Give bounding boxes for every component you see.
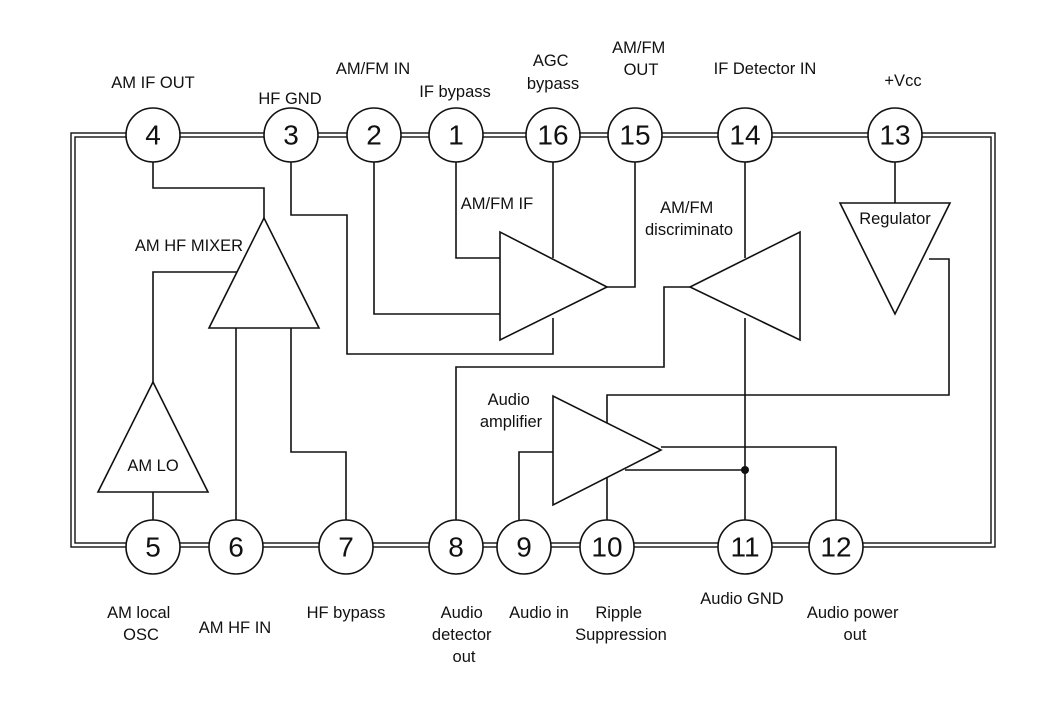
am-hf-mixer-triangle (207, 216, 321, 329)
svg-text:14: 14 (729, 120, 760, 151)
wire-pin1-ifamp (455, 162, 500, 259)
svg-text:1: 1 (448, 120, 464, 151)
regulator-label: Regulator (859, 210, 931, 228)
svg-text:11: 11 (730, 532, 759, 563)
pin9-label: Audio in (509, 604, 569, 622)
block-labels: AM HF MIXER AM/FM IF AM/FM discriminato … (127, 195, 931, 475)
am-lo-label: AM LO (127, 457, 179, 475)
wire-pin2-ifamp (373, 162, 500, 315)
pin-8: 8 (428, 519, 484, 575)
pin-13: 13 (867, 107, 923, 163)
pin-6: 6 (208, 519, 264, 575)
pin6-label: AM HF IN (199, 619, 271, 637)
if-amp-label: AM/FM IF (461, 195, 533, 213)
pin-4: 4 (125, 107, 181, 163)
pin16-label: AGC bypass (527, 52, 579, 93)
pin-9: 9 (496, 519, 552, 575)
svg-text:3: 3 (283, 120, 299, 151)
if-amp-triangle (499, 230, 609, 342)
wire-pin7-mixer (290, 328, 347, 533)
pin1-label: IF bypass (419, 83, 491, 101)
audio-amp-triangle (552, 394, 663, 507)
pin15-label: AM/FM OUT (612, 39, 670, 79)
wire-ifamp-pin15 (607, 162, 636, 288)
wire-reg-audio (606, 258, 950, 423)
svg-text:5: 5 (145, 532, 161, 563)
pin10-label: Ripple Suppression (575, 604, 667, 644)
pin8-label: Audio detector out (432, 604, 496, 666)
wire-pin4-mixer (152, 162, 265, 218)
wire-lo-mixer (152, 271, 242, 384)
svg-text:13: 13 (879, 120, 910, 151)
pin-2: 2 (346, 107, 402, 163)
pin-10: 10 (579, 519, 635, 575)
pin2-label: AM/FM IN (336, 60, 410, 78)
pin7-label: HF bypass (307, 604, 386, 622)
svg-text:4: 4 (145, 120, 161, 151)
mixer-label: AM HF MIXER (135, 237, 243, 255)
svg-text:2: 2 (366, 120, 382, 151)
pin11-label: Audio GND (700, 590, 784, 608)
pins: 4 3 2 1 16 15 14 13 5 6 7 8 9 10 11 12 (125, 107, 923, 575)
audio-amp-label: Audio amplifier (480, 391, 543, 431)
pin12-label: Audio power out (807, 604, 903, 644)
junction-dot (741, 466, 749, 474)
svg-text:15: 15 (619, 120, 650, 151)
pin-7: 7 (318, 519, 374, 575)
pin14-label: IF Detector IN (714, 60, 817, 78)
pin-1: 1 (428, 107, 484, 163)
svg-text:8: 8 (448, 532, 464, 563)
am-lo-triangle (96, 380, 210, 493)
svg-text:12: 12 (820, 532, 851, 563)
pin-14: 14 (717, 107, 773, 163)
pin-16: 16 (525, 107, 581, 163)
discriminator-label: AM/FM discriminato (645, 199, 733, 239)
wire-pin3-ifamp (290, 162, 554, 355)
pin-11: 11 (717, 519, 773, 575)
regulator-triangle (838, 202, 952, 316)
discriminator-triangle (688, 230, 801, 342)
wire-audio-pin12 (661, 446, 837, 533)
pin-3: 3 (263, 107, 319, 163)
svg-text:7: 7 (338, 532, 354, 563)
svg-text:6: 6 (228, 532, 244, 563)
pin-labels-bottom: AM local OSC AM HF IN HF bypass Audio de… (107, 590, 903, 666)
blocks (96, 202, 952, 507)
pin-15: 15 (607, 107, 663, 163)
pin-12: 12 (808, 519, 864, 575)
svg-text:10: 10 (591, 532, 622, 563)
wiring (152, 162, 950, 533)
pin4-label: AM IF OUT (111, 74, 194, 92)
wire-disc-pin8 (455, 286, 690, 533)
pin5-label: AM local OSC (107, 604, 175, 644)
pin-labels-top: AM IF OUT HF GND AM/FM IN IF bypass AGC … (111, 39, 921, 108)
pin13-label: +Vcc (884, 72, 921, 90)
svg-text:9: 9 (516, 532, 532, 563)
pin-5: 5 (125, 519, 181, 575)
wire-pin9-audio (518, 451, 553, 533)
svg-text:16: 16 (537, 120, 568, 151)
pin3-label: HF GND (258, 90, 321, 108)
